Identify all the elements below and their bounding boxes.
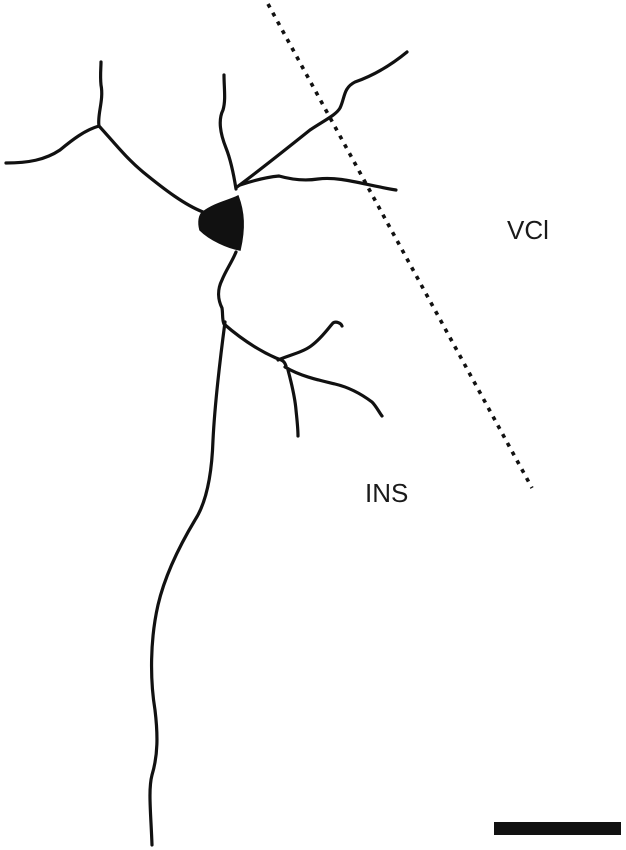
lower-dendrite-branch-right [283, 365, 384, 418]
right-dendrite [238, 174, 398, 192]
scale-bar [494, 822, 621, 835]
lower-dendrite-branch-down [286, 368, 300, 438]
upper-left-dendrite [4, 124, 205, 214]
top-dendrite [218, 73, 238, 191]
region-boundary-dotted-line [266, 3, 534, 489]
upper-right-dendrite [235, 50, 409, 189]
neuron [4, 50, 409, 847]
cell-body-soma [198, 194, 244, 251]
region-label-vcl: VCl [507, 215, 549, 245]
upper-left-dendrite-branch [97, 60, 104, 128]
lower-dendrite-branch-upper [276, 320, 344, 362]
region-label-ins: INS [365, 478, 408, 508]
lower-dendrite [217, 250, 288, 368]
axon [148, 320, 227, 847]
